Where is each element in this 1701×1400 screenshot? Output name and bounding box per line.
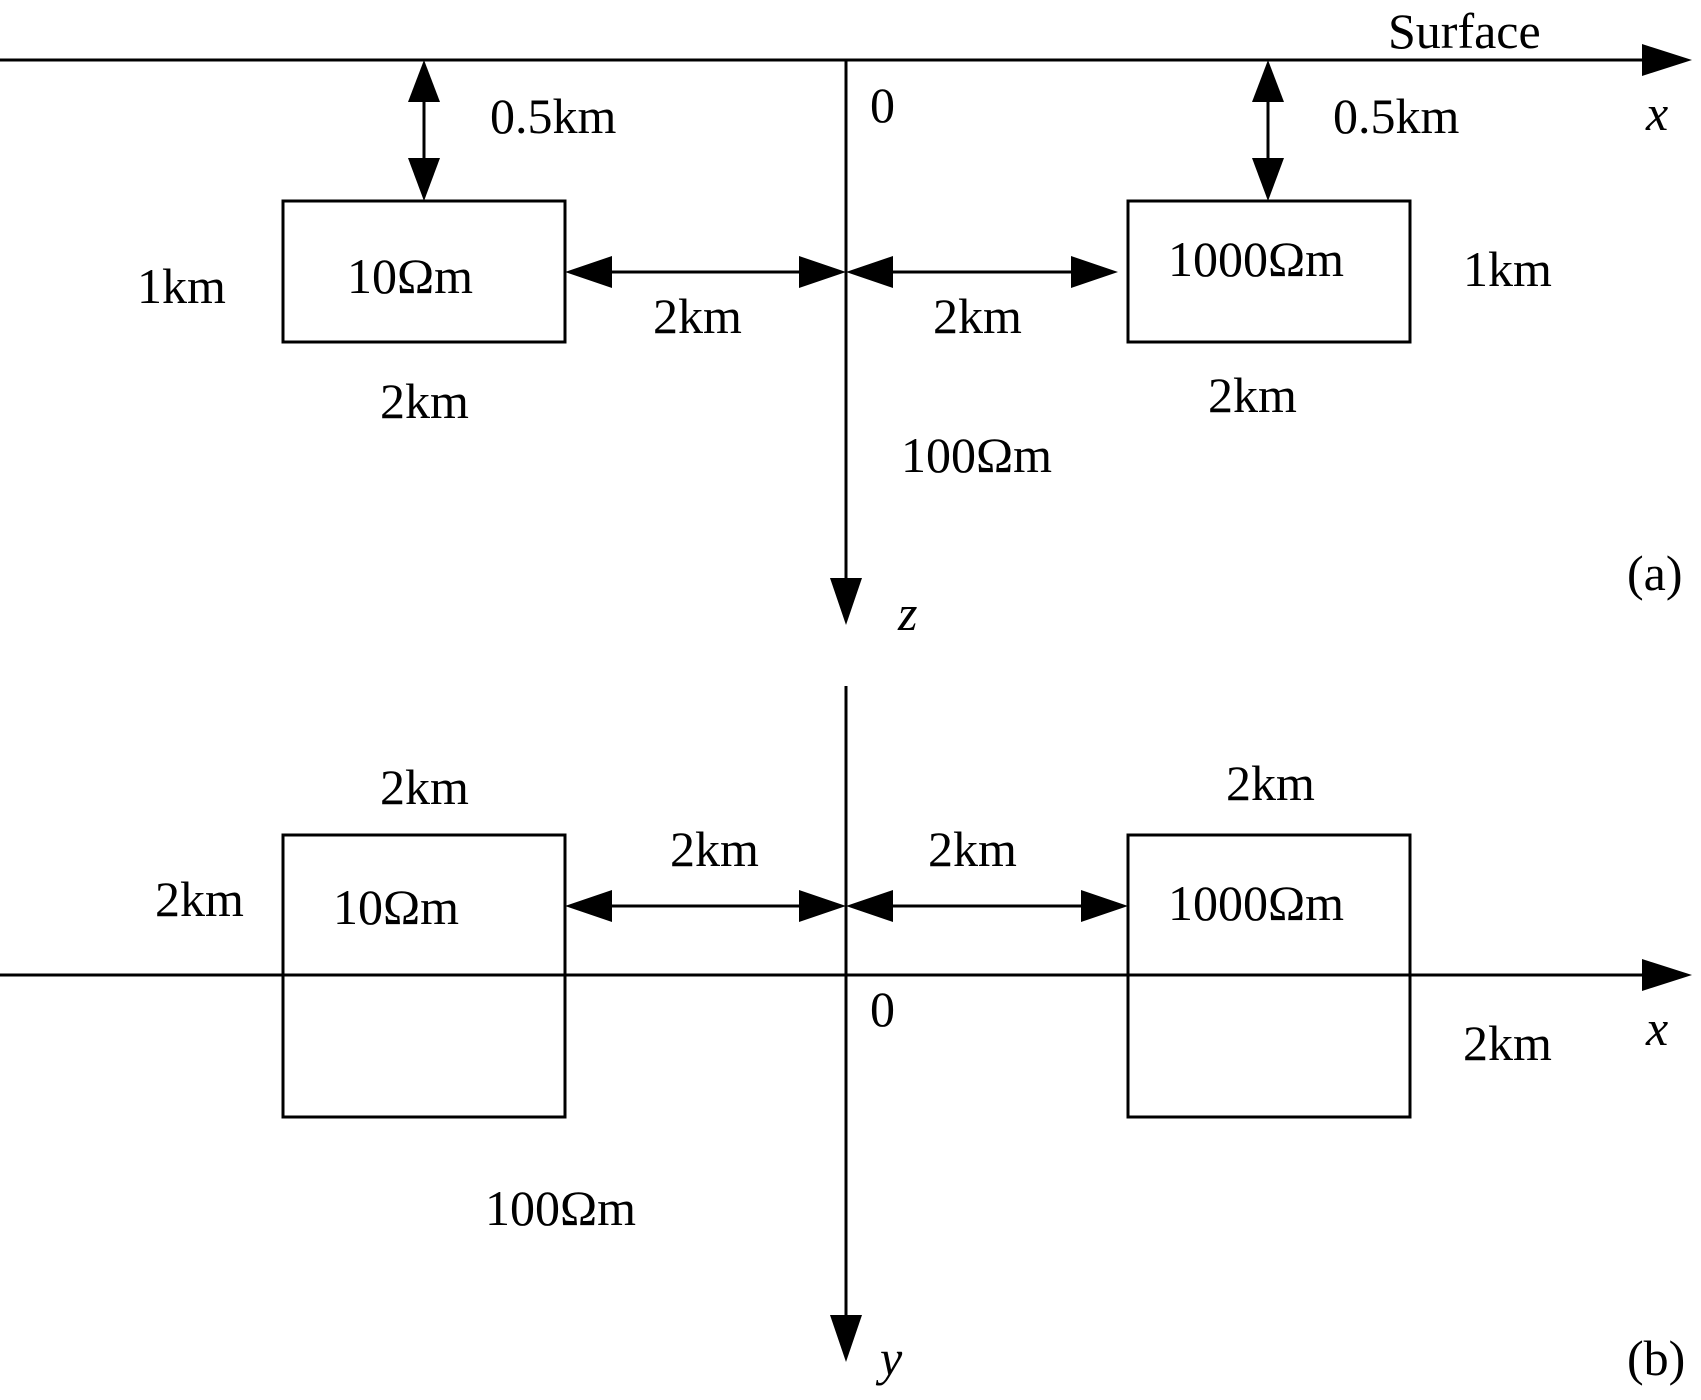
panel-a-origin-label: 0	[870, 77, 895, 133]
panel-b-left-offset-label: 2km	[670, 821, 759, 877]
panel-b-right-offset-arrowhead-right	[1081, 890, 1128, 922]
panel-b-right-block	[1126, 833, 1412, 1119]
panel-b-right-block-width-label: 2km	[1226, 755, 1315, 811]
panel-a-right-offset-arrowhead-left	[846, 256, 893, 288]
panel-b-panel-label: (b)	[1627, 1330, 1685, 1386]
panel-b-left-block-width-label: 2km	[380, 759, 469, 815]
panel-a-left-offset-label: 2km	[653, 288, 742, 344]
panel-a-right-block	[1126, 199, 1412, 344]
panel-b-left-block-height-label: 2km	[155, 871, 244, 927]
panel-a-left-offset-arrowhead-left	[565, 256, 612, 288]
panel-a-left-offset-arrowhead-right	[799, 256, 846, 288]
panel-a-x-axis-arrowhead	[1642, 44, 1692, 76]
panel-b-left-block-resistivity: 10Ωm	[333, 879, 459, 935]
panel-a-right-block-resistivity: 1000Ωm	[1168, 231, 1344, 287]
panel-a-right-block-width-label: 2km	[1208, 367, 1297, 423]
panel-b-left-offset-arrowhead-left	[565, 890, 612, 922]
panel-b-origin-label: 0	[870, 981, 895, 1037]
panel-a-right-block-height-label: 1km	[1463, 241, 1552, 297]
panel-b-y-axis-arrowhead	[830, 1315, 862, 1362]
panel-a-left-block-resistivity: 10Ωm	[347, 248, 473, 304]
panel-a-x-axis-label: x	[1645, 85, 1668, 141]
panel-a: Surface 0 x z (a) 0.5km 0.5km 10Ωm 1km 2…	[0, 3, 1692, 641]
panel-a-right-depth-label: 0.5km	[1333, 88, 1460, 144]
panel-a-panel-label: (a)	[1627, 545, 1683, 601]
panel-b-x-axis-arrowhead	[1642, 959, 1692, 991]
panel-b-left-block	[281, 833, 567, 1119]
panel-a-right-offset-label: 2km	[933, 288, 1022, 344]
panel-a-surface-label: Surface	[1388, 3, 1541, 59]
panel-b-right-block-height-label: 2km	[1463, 1015, 1552, 1071]
panel-a-left-depth-arrowhead-up	[408, 60, 440, 102]
panel-a-background-resistivity: 100Ωm	[901, 427, 1052, 483]
panel-a-right-offset-arrowhead-right	[1071, 256, 1118, 288]
panel-a-left-block-width-label: 2km	[380, 373, 469, 429]
panel-b: 0 x y (b) 2km 2km 10Ωm 2km 2km 1000Ωm 2k…	[0, 686, 1692, 1386]
panel-b-right-offset-arrowhead-left	[846, 890, 893, 922]
panel-b-x-axis-label: x	[1645, 1000, 1668, 1056]
panel-a-right-depth-arrowhead-down	[1252, 158, 1284, 201]
panel-b-background-resistivity: 100Ωm	[485, 1180, 636, 1236]
panel-b-y-axis-label: y	[875, 1330, 903, 1386]
panel-b-left-offset-arrowhead-right	[799, 890, 846, 922]
panel-a-left-depth-label: 0.5km	[490, 88, 617, 144]
panel-a-left-depth-arrowhead-down	[408, 158, 440, 201]
panel-b-right-offset-label: 2km	[928, 821, 1017, 877]
panel-a-right-depth-arrowhead-up	[1252, 60, 1284, 102]
panel-a-left-block-height-label: 1km	[137, 258, 226, 314]
panel-a-z-axis-label: z	[897, 585, 917, 641]
panel-b-right-block-resistivity: 1000Ωm	[1168, 875, 1344, 931]
panel-a-z-axis-arrowhead	[830, 578, 862, 625]
